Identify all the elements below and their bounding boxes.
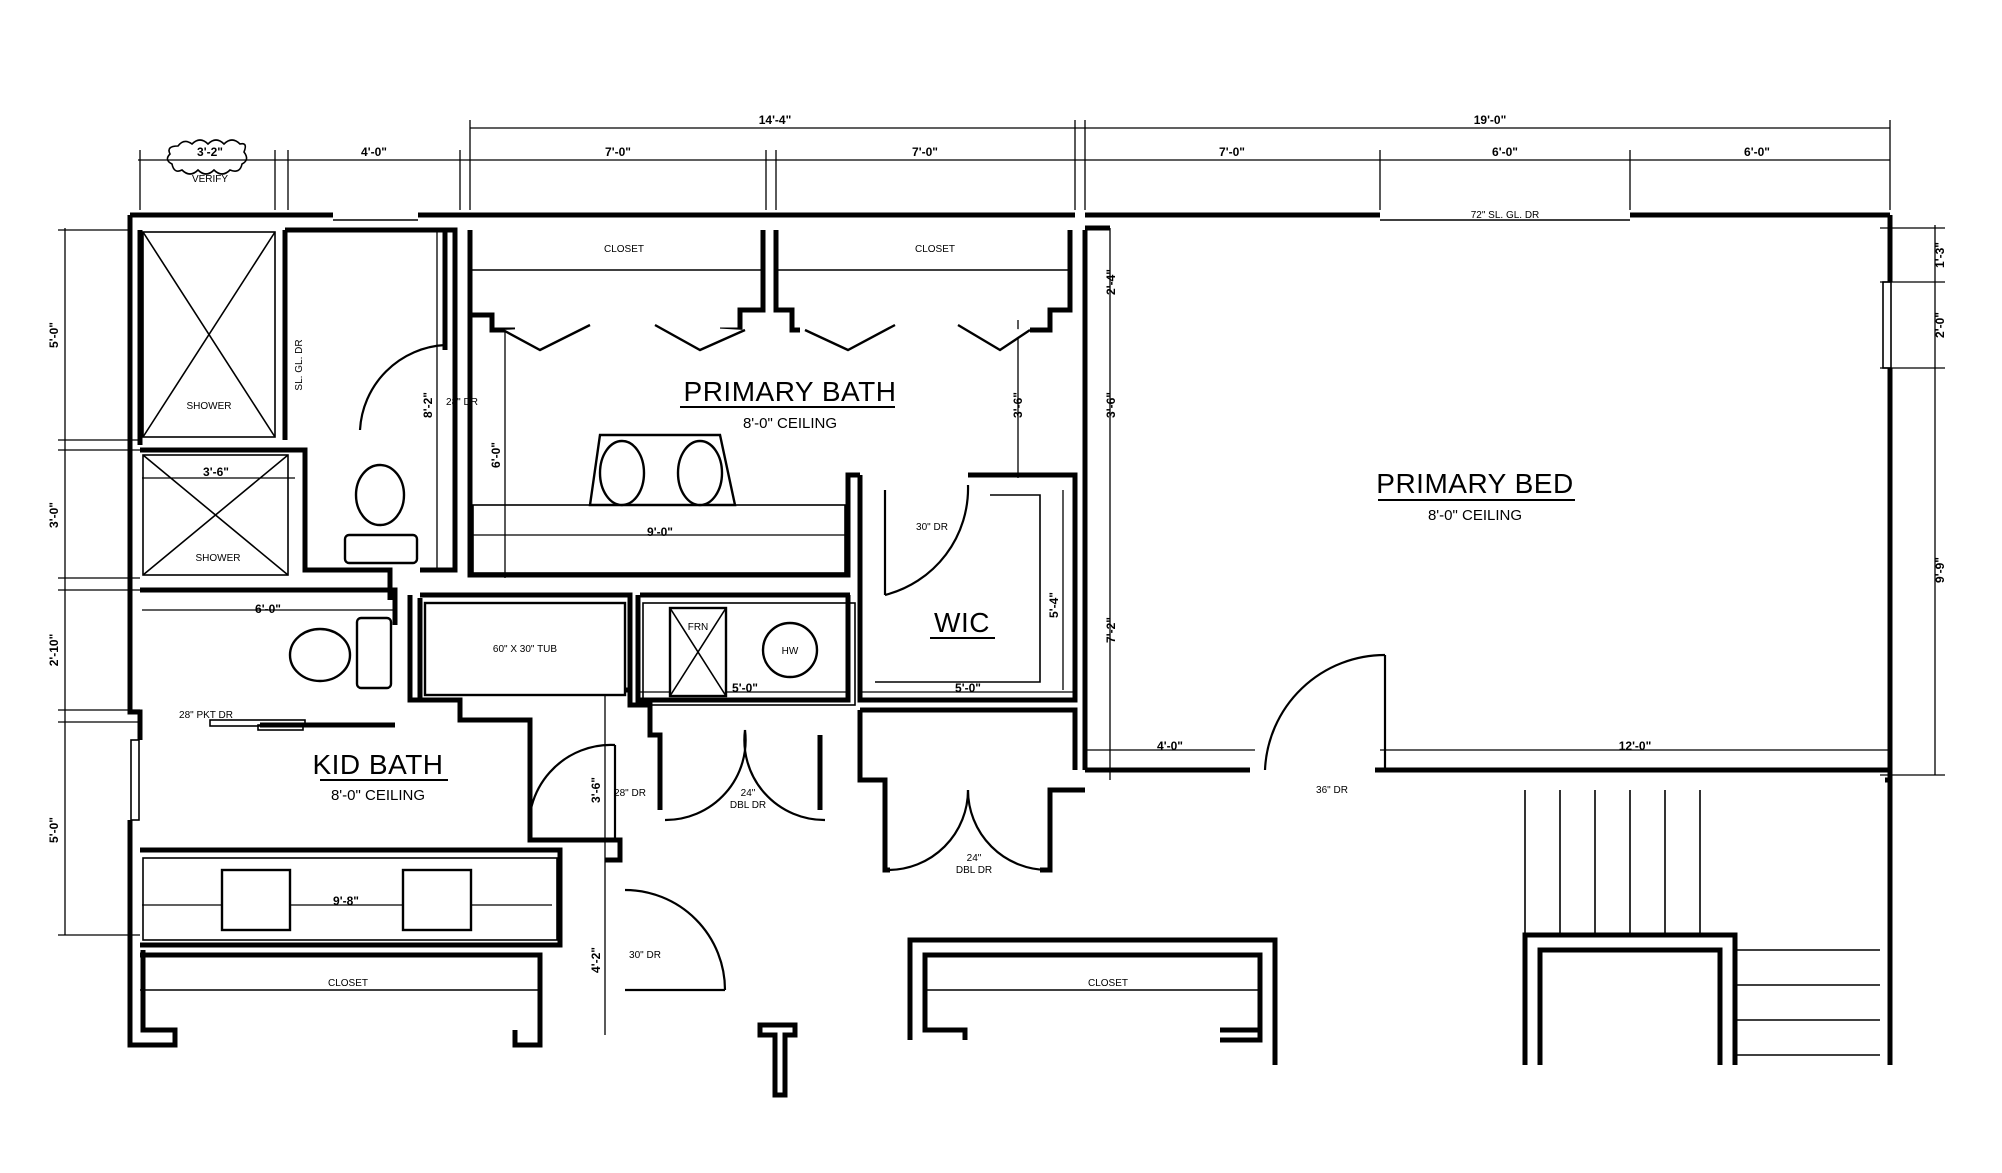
shower-primary — [142, 231, 276, 438]
closet-label-2: CLOSET — [915, 244, 955, 255]
furnace-label: FRN — [688, 622, 709, 633]
dim-top-4-0: 4'-0" — [361, 145, 387, 159]
sliding-door-label: SL. GL. DR — [294, 339, 305, 390]
dim-toilet-8-2: 8'-2" — [421, 392, 435, 418]
dim-wic-5-4: 5'-4" — [1047, 592, 1061, 618]
closet-label-4: CLOSET — [1088, 978, 1128, 989]
dim-right-2-0: 2'-0" — [1933, 312, 1947, 338]
verify-label: VERIFY — [192, 174, 228, 185]
door-dbl-1-label: DBL DR — [730, 800, 766, 811]
room-ceiling-primary-bath: 8'-0" CEILING — [743, 415, 837, 432]
door-28-kidbath-label: 28" DR — [614, 788, 646, 799]
dim-mech-5-0: 5'-0" — [732, 681, 758, 695]
room-labels: PRIMARY BATH 8'-0" CEILING PRIMARY BED 8… — [312, 376, 1575, 804]
dim-kidvanity-9-8: 9'-8" — [333, 894, 359, 908]
dim-top-6-0-b: 6'-0" — [1744, 145, 1770, 159]
toilet-kid — [288, 627, 352, 683]
door-dbl-1-size: 24" — [741, 788, 756, 799]
dim-bed-2-4: 2'-4" — [1104, 269, 1118, 295]
dim-shower-3-6: 3'-6" — [203, 465, 229, 479]
dim-top-19-0: 19'-0" — [1474, 113, 1507, 127]
dim-bed-12-0: 12'-0" — [1619, 739, 1652, 753]
dim-bed-4-0: 4'-0" — [1157, 739, 1183, 753]
dimension-lines — [58, 120, 1945, 1035]
dim-left-3-0: 3'-0" — [47, 502, 61, 528]
room-ceiling-primary-bed: 8'-0" CEILING — [1428, 507, 1522, 524]
dim-top-3-2: 3'-2" — [197, 145, 223, 159]
door-dbl-2-size: 24" — [967, 853, 982, 864]
dim-left-2-10: 2'-10" — [47, 634, 61, 667]
door-dbl-2-label: DBL DR — [956, 865, 992, 876]
dim-top-7-0-c: 7'-0" — [1219, 145, 1245, 159]
closet-label-3: CLOSET — [328, 978, 368, 989]
dim-left-5-0-b: 5'-0" — [47, 817, 61, 843]
door-swings — [209, 343, 1387, 992]
dim-bed-7-2: 7'-2" — [1104, 617, 1118, 643]
room-ceiling-kid-bath: 8'-0" CEILING — [331, 787, 425, 804]
dim-right-1-3: 1'-3" — [1933, 242, 1947, 268]
dim-top-7-0-a: 7'-0" — [605, 145, 631, 159]
dim-wic-5-0: 5'-0" — [955, 681, 981, 695]
toilet-primary — [354, 463, 406, 527]
dim-top-14-4: 14'-4" — [759, 113, 792, 127]
water-heater-label: HW — [782, 646, 799, 657]
door-pkt-label: 28" PKT DR — [179, 710, 233, 721]
dim-kidbath-6-0: 6'-0" — [255, 602, 281, 616]
shower-kid — [142, 454, 289, 576]
water-heater — [761, 621, 819, 679]
fixtures — [142, 231, 1041, 941]
walls — [127, 212, 1893, 1098]
door-36-bed-label: 36" DR — [1316, 785, 1348, 796]
tub-label: 60" X 30" TUB — [493, 644, 558, 655]
shower-label-2: SHOWER — [196, 553, 241, 564]
room-name-primary-bed: PRIMARY BED — [1376, 468, 1573, 499]
dim-bath-3-6: 3'-6" — [1011, 392, 1025, 418]
door-30-closet-label: 30" DR — [629, 950, 661, 961]
dim-top-6-0-a: 6'-0" — [1492, 145, 1518, 159]
dim-vanity-9-0: 9'-0" — [647, 525, 673, 539]
fixture-labels: CLOSET CLOSET CLOSET CLOSET SHOWER SHOWE… — [179, 174, 1539, 989]
stairs — [1524, 790, 1880, 1056]
kid-vanity — [142, 857, 558, 941]
dim-left-5-0-a: 5'-0" — [47, 322, 61, 348]
door-28-toilet-label: 28" DR — [446, 397, 478, 408]
dim-right-9-9: 9'-9" — [1933, 557, 1947, 583]
dim-bed-3-6: 3'-6" — [1104, 392, 1118, 418]
dim-closet-4-2: 4'-2" — [589, 947, 603, 973]
sliding-door-72-label: 72" SL. GL. DR — [1471, 210, 1540, 221]
dimension-labels: 14'-4" 19'-0" 3'-2" 4'-0" 7'-0" 7'-0" 7'… — [47, 113, 1947, 973]
verify-cloud — [166, 139, 248, 175]
room-name-primary-bath: PRIMARY BATH — [684, 376, 897, 407]
dim-kidbath-3-6: 3'-6" — [589, 777, 603, 803]
dim-top-7-0-b: 7'-0" — [912, 145, 938, 159]
shower-label-1: SHOWER — [187, 401, 232, 412]
closet-label-1: CLOSET — [604, 244, 644, 255]
room-name-kid-bath: KID BATH — [312, 749, 443, 780]
tub — [423, 601, 627, 697]
door-30-wic-label: 30" DR — [916, 522, 948, 533]
room-name-wic: WIC — [934, 607, 990, 638]
dim-vanity-6-0: 6'-0" — [489, 442, 503, 468]
